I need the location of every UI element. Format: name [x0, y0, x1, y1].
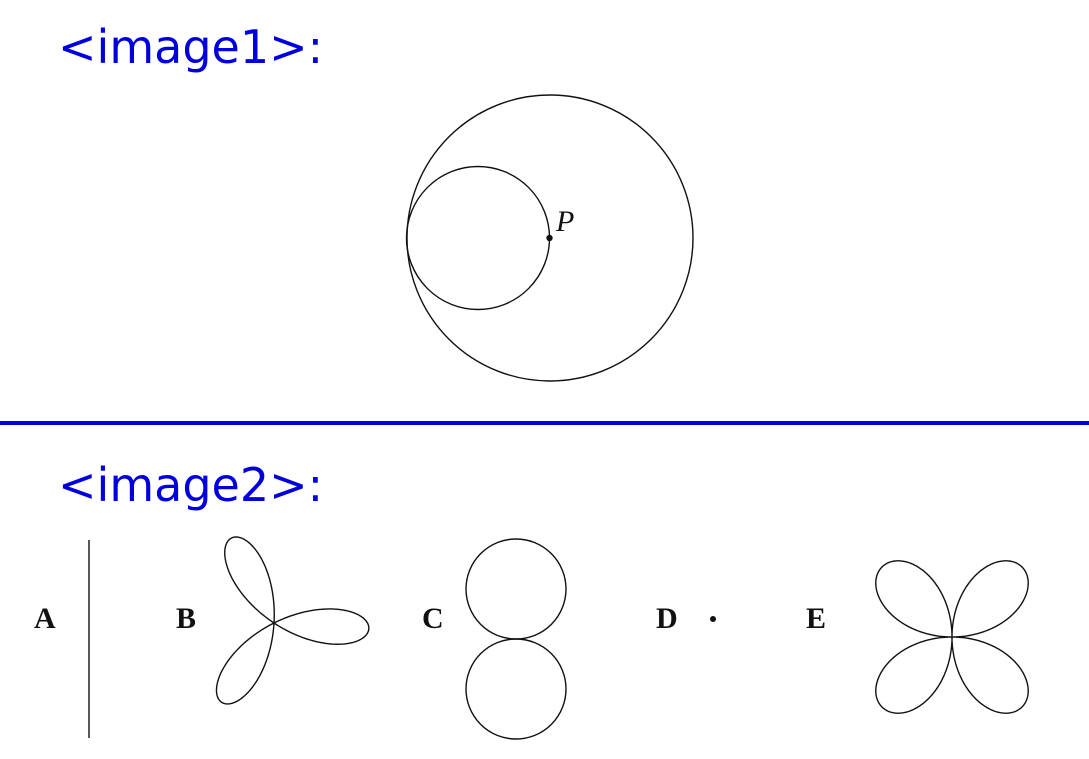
option-d-letter: D — [656, 602, 678, 635]
option-c-letter: C — [422, 602, 444, 635]
option-e-four-petal-rose — [875, 560, 1029, 714]
section-divider — [0, 421, 1089, 425]
option-b-letter: B — [176, 602, 196, 635]
point-p-label: P — [555, 205, 574, 238]
option-d-point — [710, 616, 716, 622]
option-c-top-circle — [465, 538, 567, 640]
option-a-letter: A — [34, 602, 56, 635]
inner-circle — [405, 165, 551, 311]
image2-label: <image2>: — [58, 458, 324, 512]
circles-diagram: P — [405, 94, 694, 382]
image1-label: <image1>: — [58, 20, 324, 74]
option-e-letter: E — [806, 602, 826, 635]
point-p — [546, 234, 553, 242]
option-b-three-petal-rose — [215, 536, 370, 705]
option-c-bottom-circle — [465, 638, 567, 740]
